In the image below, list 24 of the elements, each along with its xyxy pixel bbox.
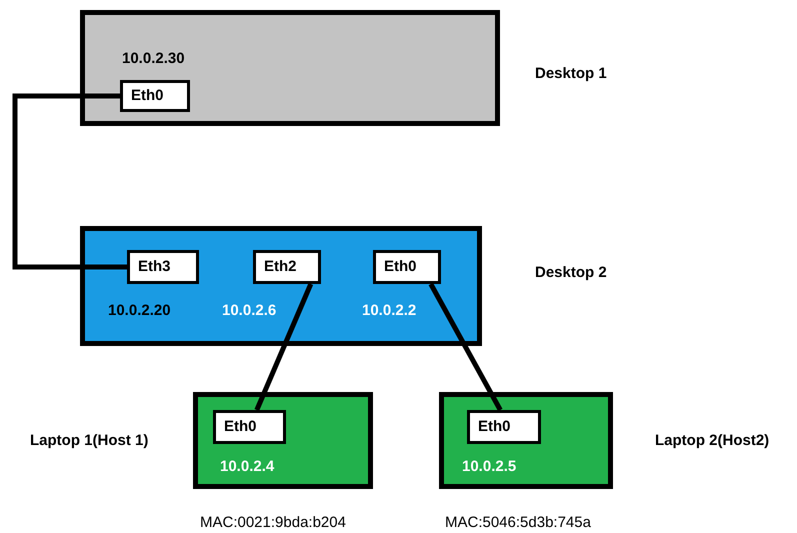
device-label: Laptop 1(Host 1) [30,431,148,451]
ip-address: 10.0.2.5 [462,457,516,477]
ip-address: 10.0.2.30 [122,49,185,69]
port-box: Eth0 [467,410,541,444]
mac-address: MAC:5046:5d3b:745a [445,513,591,533]
port-box: Eth0 [120,80,190,112]
switch-box [80,226,482,346]
laptop-box [439,392,613,489]
port-box: Eth0 [373,250,441,284]
cable-line [12,94,127,270]
ip-address: 10.0.2.20 [108,301,171,321]
laptop-box [193,392,373,489]
port-box: Eth2 [253,250,321,284]
desktop-box [80,10,500,126]
device-label: Laptop 2(Host2) [655,431,770,451]
port-box: Eth0 [213,410,286,444]
mac-address: MAC:0021:9bda:b204 [200,513,346,533]
cable-line [428,282,502,412]
ip-address: 10.0.2.2 [362,301,416,321]
device-label: Desktop 1 [535,64,607,84]
port-box: Eth3 [127,250,199,284]
device-label: Desktop 2 [535,263,607,283]
ip-address: 10.0.2.6 [222,301,276,321]
ip-address: 10.0.2.4 [220,457,274,477]
